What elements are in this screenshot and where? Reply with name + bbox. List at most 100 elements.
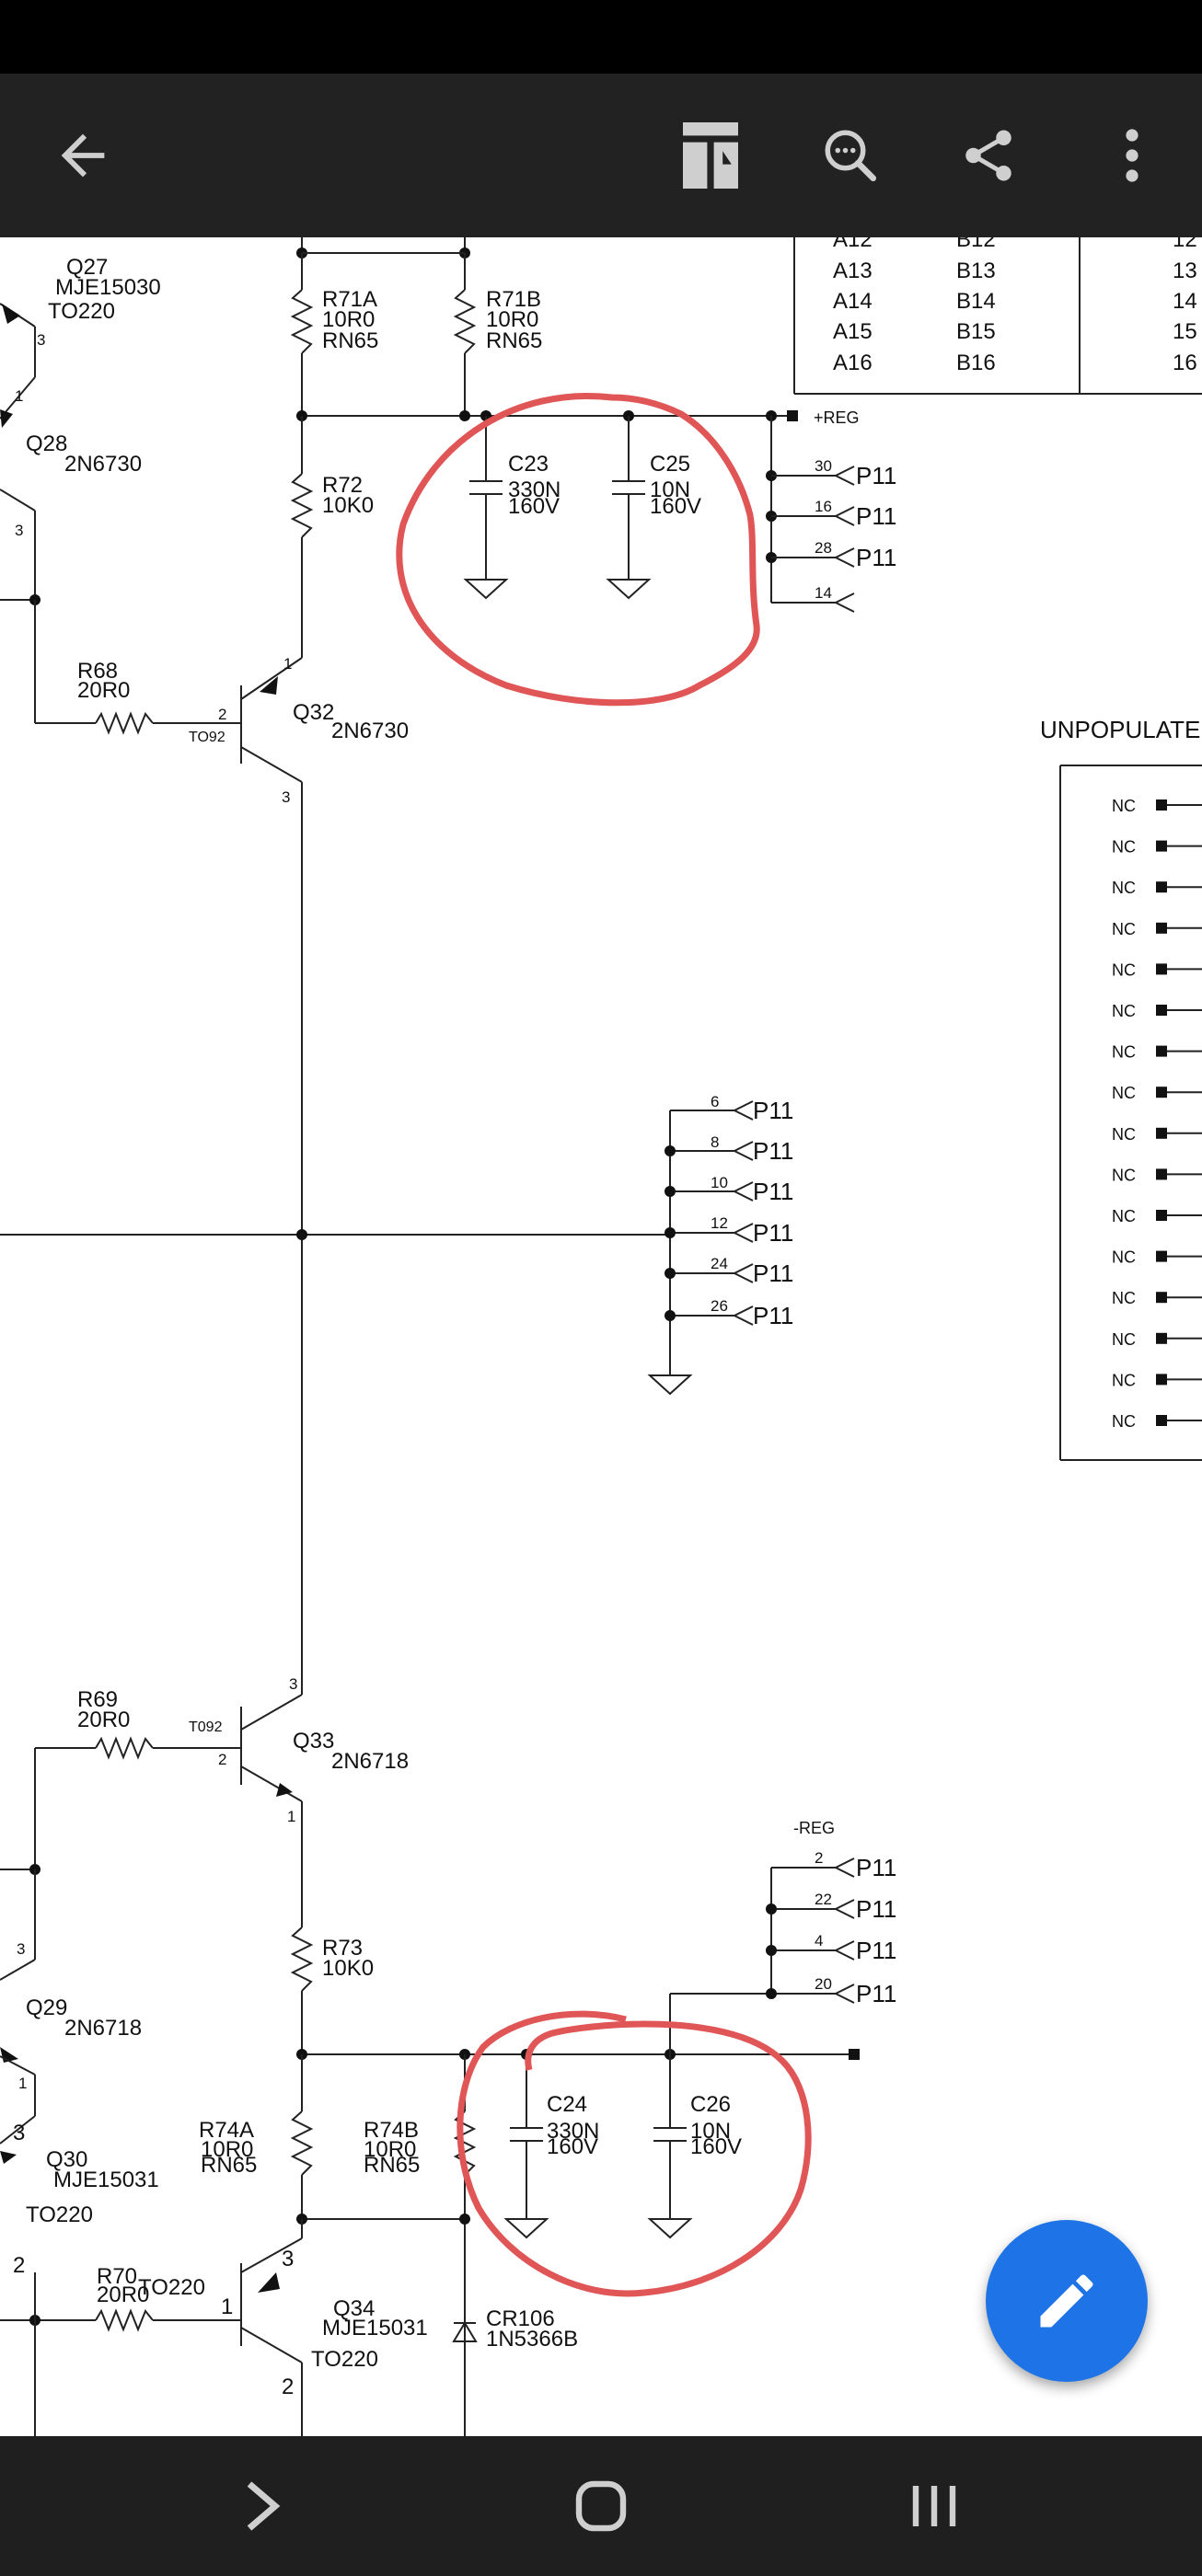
svg-text:P11: P11: [856, 544, 896, 571]
svg-text:2: 2: [282, 2375, 294, 2399]
reading-mode-icon: [683, 122, 738, 189]
pin-table-b14: B14: [956, 289, 996, 314]
svg-text:3: 3: [17, 1940, 25, 1958]
nc-pin-marker: [1156, 922, 1167, 934]
pin-table-a12: A12: [833, 237, 873, 252]
svg-text:P11: P11: [753, 1302, 793, 1329]
back-button[interactable]: [28, 74, 138, 237]
resistor-r74a: R74A 10R0 RN65: [199, 2118, 257, 2178]
svg-text:20: 20: [815, 1975, 832, 1993]
system-nav-bar: [0, 2436, 1202, 2576]
resistor-r71b: R71B 10R0 RN65: [486, 287, 542, 353]
reading-mode-button[interactable]: [655, 74, 766, 237]
svg-text:P11: P11: [753, 1097, 793, 1124]
svg-text:2: 2: [218, 706, 226, 723]
pdf-page-view[interactable]: A12 B12 12 A13 B13 13 A14 B14 14 A15 B15…: [0, 237, 1202, 2436]
svg-text:P11: P11: [856, 1854, 896, 1881]
capacitor-c25: C25 10N 160V: [606, 416, 701, 600]
nc-label: NC: [1112, 1289, 1136, 1307]
share-button[interactable]: [933, 74, 1044, 237]
back-arrow-icon: [61, 133, 105, 178]
pin-table-b13: B13: [956, 259, 996, 283]
pin-table-a13: A13: [833, 259, 873, 283]
pin-table-n15: 15: [1173, 319, 1197, 344]
more-options-button[interactable]: [1077, 74, 1187, 237]
svg-text:R69: R69: [77, 1687, 118, 1712]
status-bar: [0, 0, 1202, 74]
nc-pin-marker: [1156, 840, 1167, 852]
svg-text:16: 16: [815, 498, 832, 515]
nc-pin-marker: [1156, 1045, 1167, 1057]
svg-text:160V: 160V: [650, 494, 701, 519]
nav-home-button[interactable]: [532, 2436, 670, 2576]
connector-p11-bottom: -REG 2 22 4 20 P11 P11 P11 P11: [669, 1819, 896, 2054]
resistor-r72: R72 10K0: [322, 473, 374, 518]
app-toolbar: [0, 74, 1202, 237]
nc-pin-marker: [1156, 1005, 1167, 1016]
nc-label: NC: [1112, 1084, 1136, 1102]
svg-text:TO220: TO220: [311, 2347, 378, 2372]
more-vert-icon: [1126, 129, 1138, 182]
nc-pin-marker: [1156, 1332, 1167, 1344]
schematic-drawing: A12 B12 12 A13 B13 13 A14 B14 14 A15 B15…: [0, 237, 1202, 2436]
nc-pin-marker: [1156, 1168, 1167, 1180]
nc-label: NC: [1112, 1330, 1136, 1349]
svg-text:Q32: Q32: [293, 700, 334, 725]
search-button[interactable]: [795, 74, 906, 237]
svg-text:C26: C26: [690, 2092, 731, 2117]
pin-table-n12: 12: [1173, 237, 1197, 252]
svg-text:22: 22: [815, 1891, 832, 1908]
svg-text:20R0: 20R0: [77, 1708, 130, 1732]
svg-text:R72: R72: [322, 473, 363, 498]
net-label-neg-reg: -REG: [793, 1819, 835, 1837]
nav-forward-button[interactable]: [193, 2436, 331, 2576]
svg-text:P11: P11: [753, 1219, 793, 1247]
nc-label: NC: [1112, 1248, 1136, 1267]
svg-text:2N6730: 2N6730: [331, 719, 409, 743]
svg-text:10R0: 10R0: [201, 2137, 253, 2162]
pin-table-a16: A16: [833, 351, 873, 375]
transistor-q29: 3 Q29 2N6718: [0, 1869, 142, 2063]
pin-table-n16: 16: [1173, 351, 1197, 375]
svg-text:14: 14: [815, 584, 832, 602]
svg-text:3: 3: [37, 331, 45, 349]
svg-text:330N: 330N: [508, 477, 561, 502]
transistor-q30: 1 3 Q30 MJE15031 TO220 2: [0, 2055, 159, 2278]
svg-text:P11: P11: [856, 502, 896, 530]
svg-text:Q29: Q29: [26, 1995, 67, 2020]
pin-table-b16: B16: [956, 351, 996, 375]
svg-text:Q33: Q33: [293, 1729, 334, 1754]
svg-text:RN65: RN65: [322, 328, 378, 353]
net-label-pos-reg: +REG: [814, 408, 860, 427]
svg-text:160V: 160V: [547, 2134, 598, 2159]
resistor-r68: R68 20R0: [34, 600, 241, 735]
nav-recents-button[interactable]: [865, 2436, 1003, 2576]
svg-text:1: 1: [221, 2294, 233, 2319]
svg-text:3: 3: [15, 522, 23, 539]
svg-text:10K0: 10K0: [322, 493, 374, 518]
nc-label: NC: [1112, 1002, 1136, 1020]
edit-fab-button[interactable]: [986, 2220, 1148, 2382]
svg-text:P11: P11: [856, 1980, 896, 2007]
pin-table-b12: B12: [956, 237, 996, 252]
nc-pin-marker: [1156, 1250, 1167, 1262]
annotation-circle-lower: [457, 2010, 812, 2297]
nc-label: NC: [1112, 879, 1136, 897]
home-icon: [575, 2480, 627, 2532]
svg-text:MJE15031: MJE15031: [53, 2168, 159, 2192]
svg-text:RN65: RN65: [364, 2153, 420, 2178]
svg-text:TO220: TO220: [48, 299, 115, 324]
svg-text:8: 8: [711, 1133, 719, 1151]
nc-label: NC: [1112, 1166, 1136, 1184]
pin-table-n13: 13: [1173, 259, 1197, 283]
capacitor-c24: C24 330N 160V: [503, 2054, 599, 2239]
pin-table-b15: B15: [956, 319, 996, 344]
resistor-r70: R70 20R0 TO220: [0, 2264, 241, 2332]
svg-text:2N6718: 2N6718: [64, 2016, 142, 2041]
pencil-icon: [1040, 2274, 1093, 2328]
svg-text:4: 4: [815, 1932, 823, 1949]
nc-label: NC: [1112, 1412, 1136, 1431]
svg-text:R74B: R74B: [364, 2118, 419, 2143]
pin-table-n14: 14: [1173, 289, 1197, 314]
